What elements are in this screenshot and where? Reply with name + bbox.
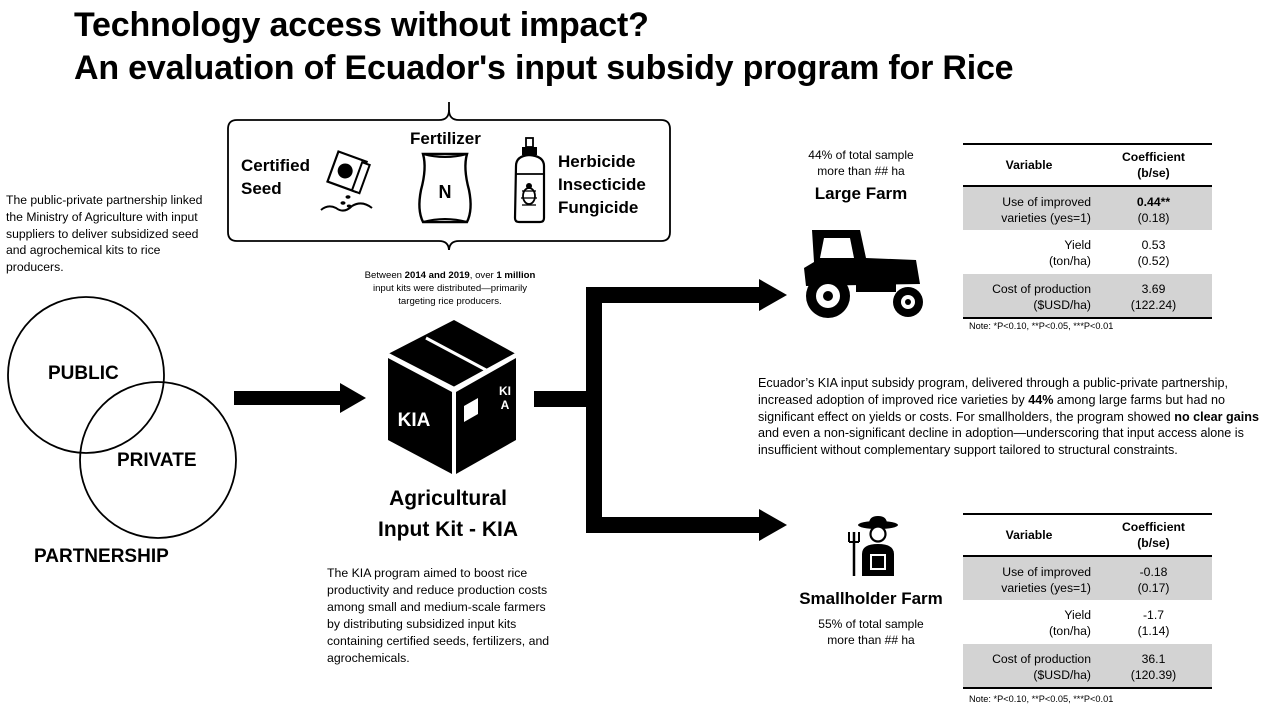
seed-label-line1: Certified [241, 156, 310, 175]
spray-bottle-icon [513, 137, 546, 224]
kia-caption: Agricultural Input Kit - KIA [378, 487, 518, 541]
farmer-icon [848, 516, 898, 576]
table-row: Cost of production($USD/ha) 3.69(122.24) [963, 274, 1212, 319]
kia-description: The KIA program aimed to boost rice prod… [327, 566, 550, 665]
header-coefficient: Coefficient(b/se) [1095, 143, 1212, 187]
smallholder-farm-table: Variable Coefficient(b/se) Use of improv… [963, 513, 1212, 689]
seed-label-line2: Seed [241, 179, 282, 198]
kit-brace [227, 102, 671, 250]
header-variable: Variable [963, 143, 1095, 187]
chem-label-line2: Insecticide [558, 175, 646, 194]
distribution-note: Between 2014 and 2019, over 1 million in… [364, 270, 536, 307]
smallholder-farm-name: Smallholder Farm [799, 589, 943, 608]
table-row: Yield(ton/ha) 0.53(0.52) [1048, 238, 1170, 268]
fertilizer-bag-icon: N [418, 152, 472, 224]
table-row: Cost of production($USD/ha) 36.1(120.39) [963, 644, 1212, 689]
arrow-icon [234, 383, 366, 413]
public-label: PUBLIC [48, 363, 119, 384]
chem-label-line3: Fungicide [558, 198, 639, 217]
chem-label-line1: Herbicide [558, 152, 636, 171]
fertilizer-bag-letter: N [439, 182, 452, 202]
header-coefficient: Coefficient(b/se) [1095, 513, 1212, 557]
table-row: Yield(ton/ha) -1.7(1.14) [1048, 608, 1170, 638]
large-farm-note: Note: *P<0.10, **P<0.05, ***P<0.01 [969, 321, 1114, 331]
box-label-front: KIA [398, 410, 431, 431]
tractor-icon [804, 230, 923, 318]
venn-diagram [7, 296, 237, 539]
kit-box-icon: KIA [387, 320, 517, 474]
large-farm-size: more than ## ha [817, 164, 905, 178]
large-farm-table: Variable Coefficient(b/se) Use of improv… [963, 143, 1212, 319]
fertilizer-label: Fertilizer [410, 129, 481, 148]
title-line-1: Technology access without impact? [74, 6, 649, 44]
summary-text: Ecuador’s KIA input subsidy program, del… [758, 376, 1259, 458]
branch-arrows [534, 279, 787, 541]
smallholder-farm-size: more than ## ha [827, 633, 915, 647]
private-label: PRIVATE [117, 450, 197, 471]
partnership-label: PARTNERSHIP [34, 546, 169, 567]
partnership-description: The public-private partnership linked th… [6, 193, 203, 275]
seed-bag-icon [320, 150, 373, 212]
large-farm-name: Large Farm [814, 184, 908, 203]
smallholder-farm-share: 55% of total sample [818, 617, 924, 631]
large-farm-share: 44% of total sample [808, 148, 914, 162]
title-line-2: An evaluation of Ecuador's input subsidy… [74, 49, 1014, 87]
smallholder-farm-note: Note: *P<0.10, **P<0.05, ***P<0.01 [969, 694, 1114, 704]
header-variable: Variable [963, 513, 1095, 557]
box-label-side: KIA [499, 384, 511, 412]
